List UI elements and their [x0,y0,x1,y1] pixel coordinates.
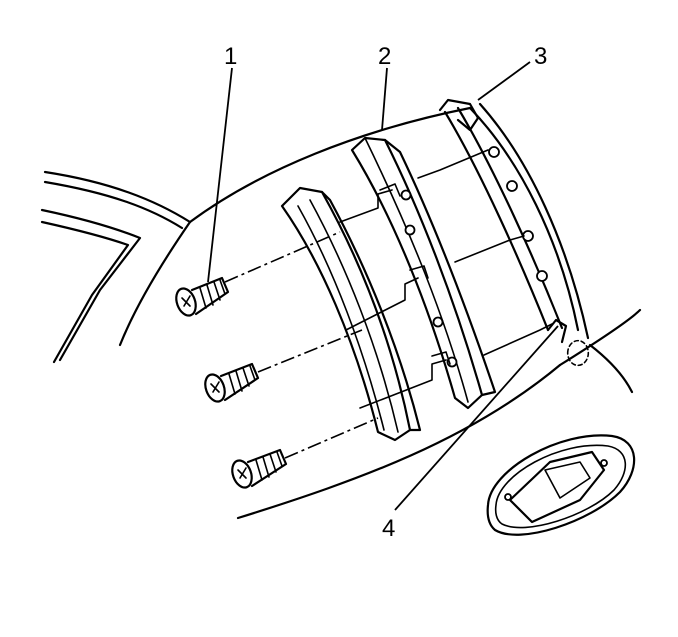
lamp-hole [600,459,608,467]
tail-lamp-housing [486,434,636,536]
rear-window-glass [40,170,192,364]
leader-2 [381,67,388,131]
fastener-hole [536,270,548,282]
screw-middle [204,362,260,403]
callout-3: 3 [534,43,547,70]
callout-leaders [207,61,559,511]
screw-top [175,276,230,317]
leader-4 [394,325,559,511]
retainer-hole [400,189,412,201]
attachment-lines [339,149,553,409]
callout-2: 2 [378,43,391,70]
body-panel [118,102,642,520]
outer-trim-molding [280,186,422,442]
callout-4: 4 [382,515,395,542]
fastener-strip [438,98,568,344]
fastener-hole [488,146,500,158]
leader-1 [207,67,233,283]
lamp-hole [504,493,512,501]
callout-1: 1 [224,43,237,70]
screw-axis-lines [224,231,379,459]
fastener-hole [506,180,518,192]
retainer-strip [350,136,497,410]
screw-bottom [231,448,288,489]
leader-3 [477,61,531,101]
retainer-hole [432,316,444,328]
retainer-hole [404,224,416,236]
